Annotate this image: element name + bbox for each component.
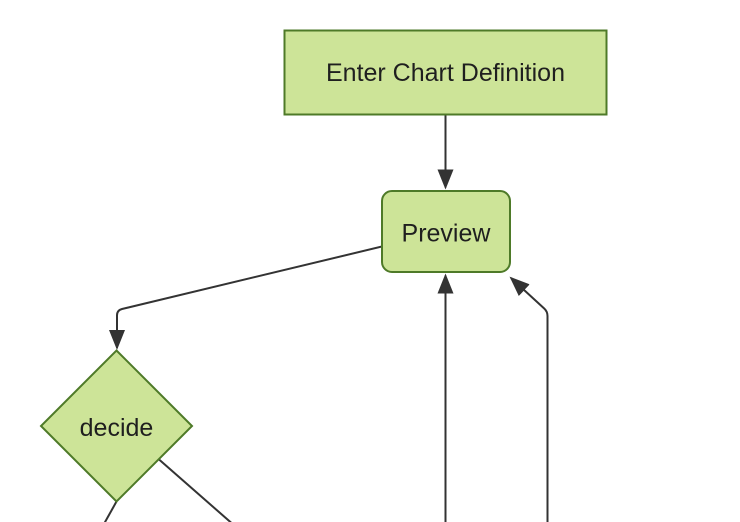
edge-decide-down-right xyxy=(157,458,232,522)
decide-diamond xyxy=(39,349,194,503)
preview-label: Preview xyxy=(402,220,492,248)
edge-decide-down-left xyxy=(103,501,118,522)
preview-box xyxy=(381,190,511,273)
node-decide: decide xyxy=(39,349,194,503)
decide-label: decide xyxy=(80,414,154,442)
edge-preview-to-decide xyxy=(109,245,383,350)
edge-bottomright-to-preview xyxy=(509,276,549,522)
enter-chart-definition-box xyxy=(283,29,608,116)
node-enter-chart-definition: Enter Chart Definition xyxy=(283,29,608,116)
enter-chart-definition-label: Enter Chart Definition xyxy=(326,59,565,87)
node-preview: Preview xyxy=(381,190,511,273)
